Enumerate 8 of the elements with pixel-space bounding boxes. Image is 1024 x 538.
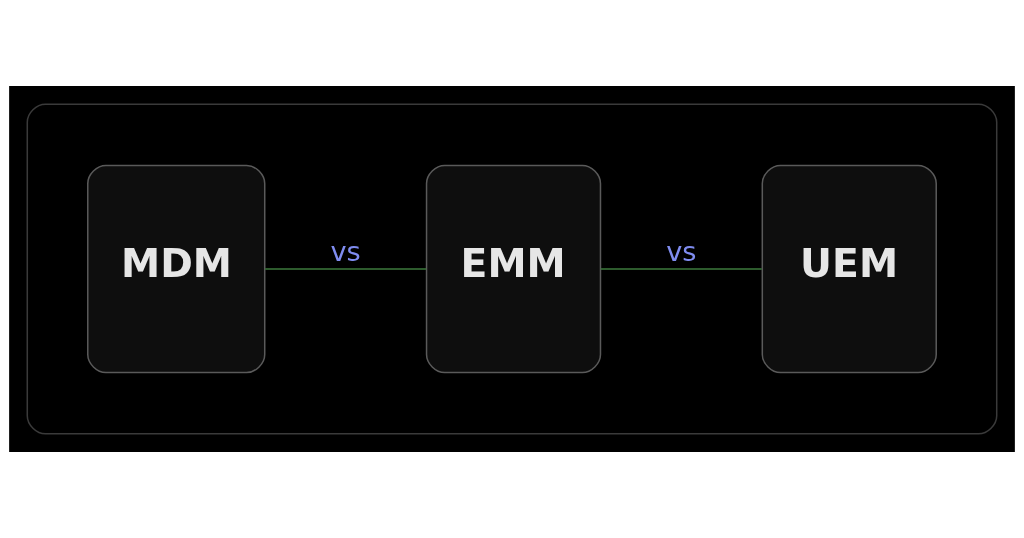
node-box: MDM [87,164,266,374]
node-box: EMM [425,164,602,374]
node-box: UEM [761,164,937,374]
connector [599,268,763,270]
edge-label: vs [330,235,361,267]
cluster [26,103,998,435]
connector [264,268,428,270]
edge-label: vs [666,235,697,267]
